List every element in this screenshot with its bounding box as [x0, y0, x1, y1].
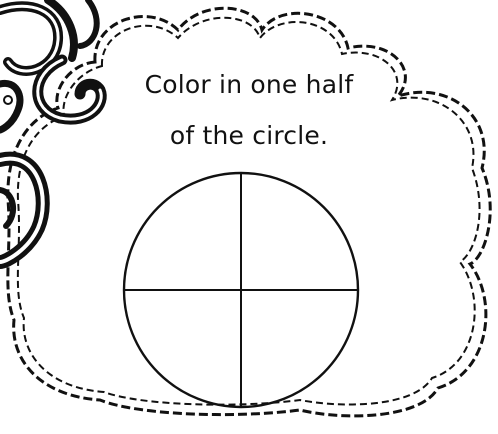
instruction-line-1: Color in one half	[118, 70, 380, 99]
swirl-ornament	[0, 0, 101, 262]
instruction-line-2: of the circle.	[118, 121, 380, 150]
fraction-circle	[124, 173, 358, 407]
